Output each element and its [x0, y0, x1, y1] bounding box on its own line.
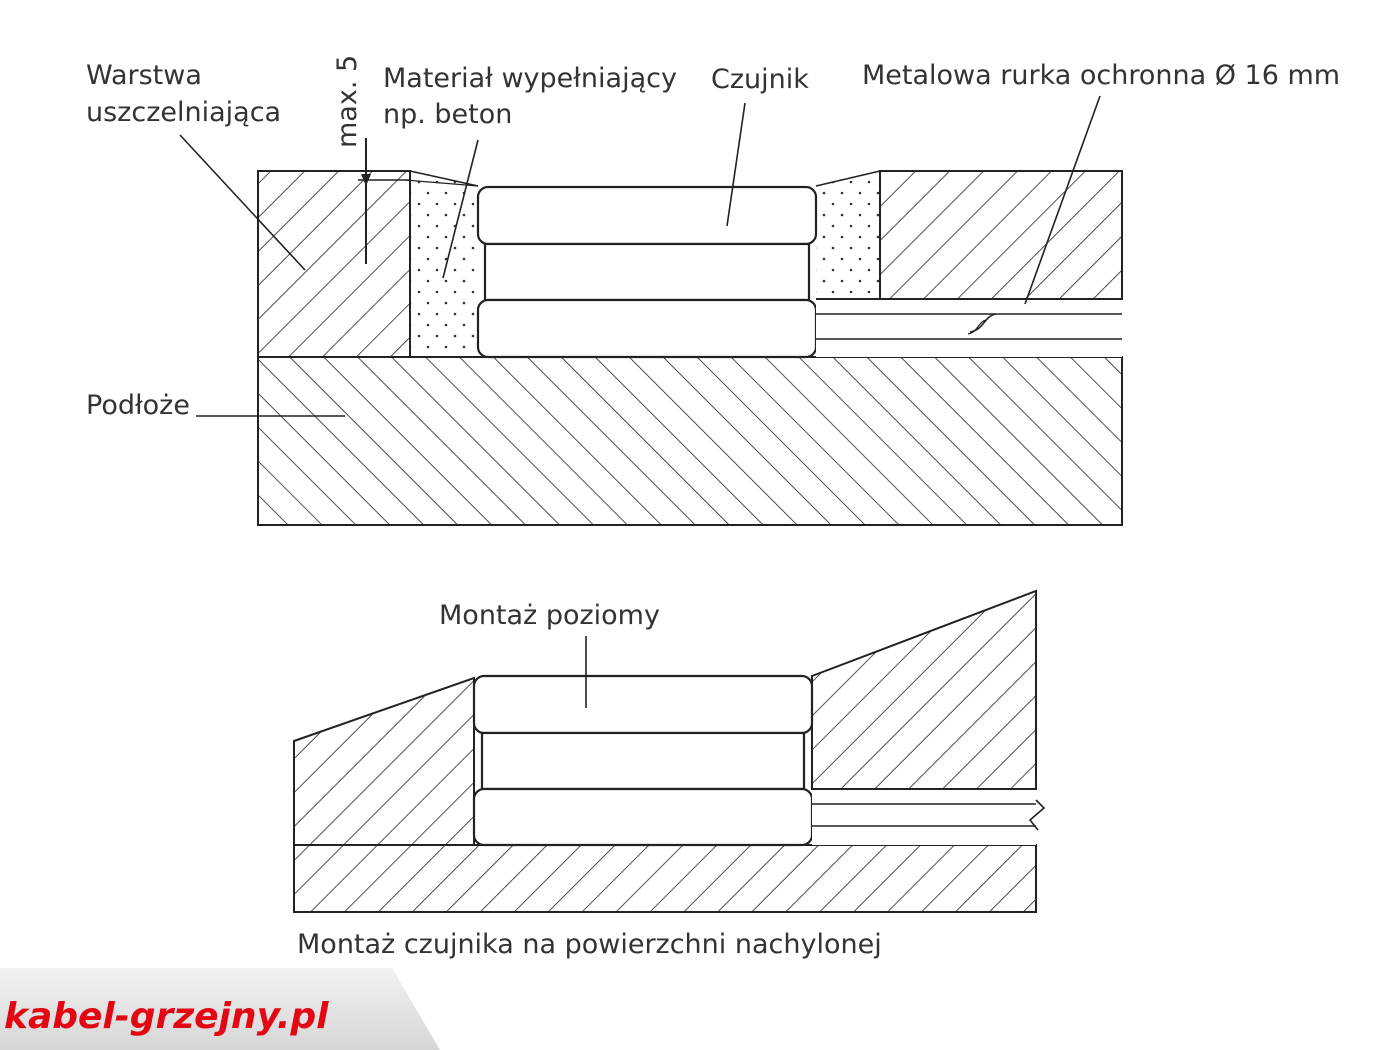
bottom-sensor-top-cap	[472, 674, 814, 735]
substrate-block	[257, 356, 1123, 526]
label-max-depth: max. 5	[332, 55, 363, 148]
sensor-top-cap	[476, 185, 818, 246]
label-sealing-layer-1: Warstwa	[86, 60, 202, 91]
filler-left	[410, 171, 478, 357]
depth-dimension	[358, 138, 410, 264]
label-substrate: Podłoże	[86, 390, 190, 421]
bottom-diagram: Montaż poziomy Montaż czujnika na powier…	[293, 589, 1046, 960]
slope-block-right	[811, 589, 1037, 790]
sealing-layer-left	[257, 170, 411, 358]
sensor-middle	[483, 242, 811, 302]
leader-sealing-layer	[179, 134, 306, 271]
bottom-sensor-bottom-cap	[472, 787, 814, 847]
leader-sensor	[726, 102, 746, 227]
sensor-bottom-cap	[476, 298, 818, 359]
metal-tube	[816, 298, 1122, 357]
leader-metal-tube	[1024, 95, 1101, 305]
top-diagram: Warstwa uszczelniająca max. 5 Materiał w…	[86, 55, 1340, 526]
caption: Montaż czujnika na powierzchni nachylone…	[297, 929, 882, 960]
brand-logo-text: kabel-grzejny.pl	[4, 996, 329, 1037]
slope-base-block	[293, 844, 1037, 913]
label-horizontal-mount: Montaż poziomy	[439, 600, 660, 631]
label-filler-1: Materiał wypełniający	[383, 63, 677, 94]
label-metal-tube: Metalowa rurka ochronna Ø 16 mm	[862, 60, 1340, 91]
label-sensor: Czujnik	[711, 64, 809, 95]
label-sealing-layer-2: uszczelniająca	[86, 97, 281, 128]
label-filler-2: np. beton	[383, 99, 512, 130]
brand-band-shape	[0, 968, 440, 1050]
leader-filler	[442, 139, 479, 279]
brand-band: kabel-grzejny.pl	[0, 968, 440, 1050]
bottom-metal-tube	[812, 788, 1046, 845]
filler-right	[816, 171, 880, 299]
bottom-sensor-middle	[480, 731, 806, 791]
sealing-layer-right	[879, 170, 1123, 300]
slope-block-left	[293, 676, 475, 846]
